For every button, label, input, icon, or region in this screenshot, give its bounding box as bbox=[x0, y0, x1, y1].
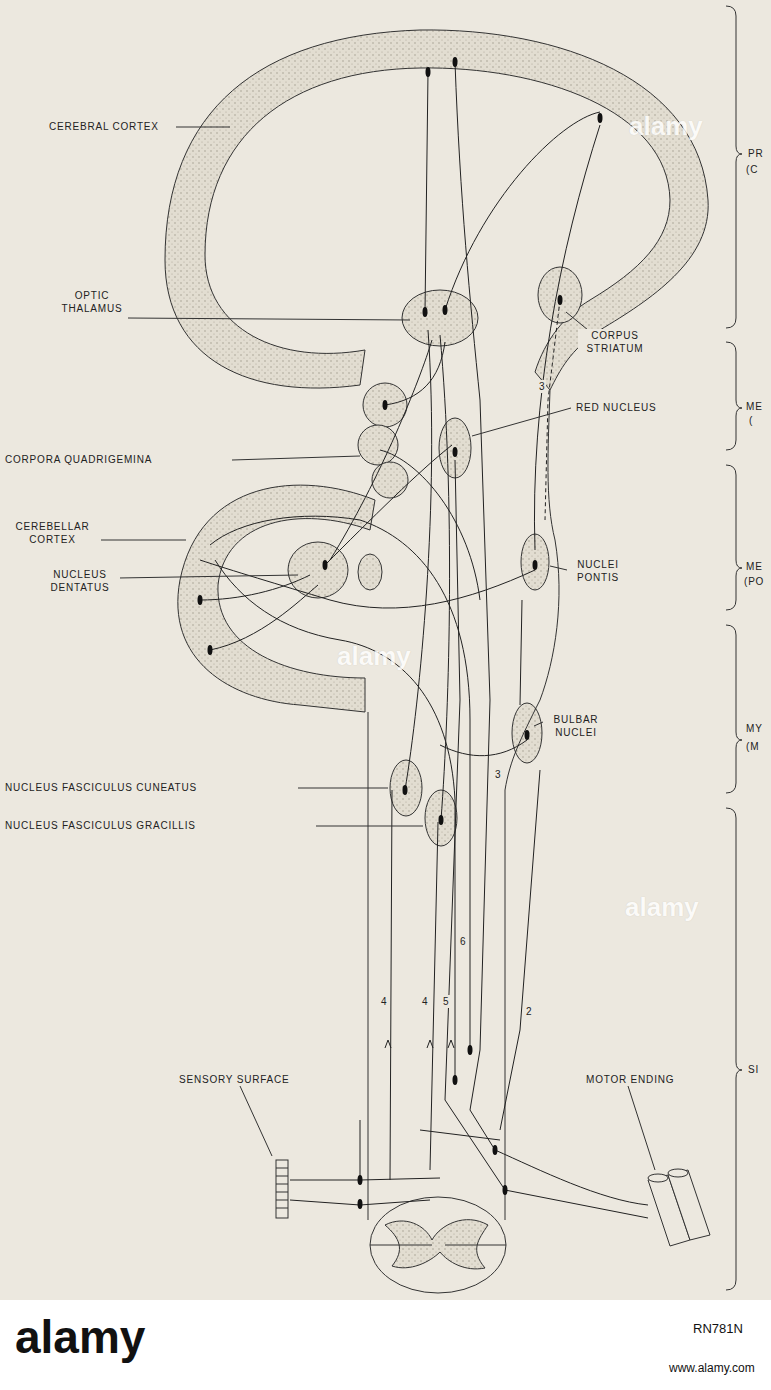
callout-number: 5 bbox=[442, 995, 450, 1008]
part-label: NUCLEUS FASCICULUS GRACILLIS bbox=[4, 819, 197, 832]
region-label: ME bbox=[745, 400, 764, 413]
callout-number: 4 bbox=[421, 995, 429, 1008]
callout-number: 6 bbox=[459, 935, 467, 948]
callout-number: 3 bbox=[494, 768, 502, 781]
sensory-surface bbox=[276, 1160, 288, 1218]
callout-number: 2 bbox=[525, 1005, 533, 1018]
region-label: ( bbox=[748, 414, 754, 427]
part-label: NUCLEI PONTIS bbox=[570, 558, 626, 584]
watermark: alamy bbox=[628, 112, 704, 141]
watermark-bar bbox=[0, 1300, 771, 1390]
image-id: RN781N bbox=[692, 1322, 744, 1336]
part-label: NUCLEUS FASCICULUS CUNEATUS bbox=[4, 781, 198, 794]
leader-lines bbox=[100, 127, 655, 1170]
watermark: alamy bbox=[624, 893, 700, 922]
brain-outline bbox=[165, 30, 708, 846]
part-label: CORPORA QUADRIGEMINA bbox=[4, 453, 153, 466]
part-label: SENSORY SURFACE bbox=[178, 1073, 291, 1086]
part-label: MOTOR ENDING bbox=[585, 1073, 675, 1086]
nerve-pathways bbox=[200, 62, 648, 1218]
part-label: CEREBRAL CORTEX bbox=[48, 120, 160, 133]
brainstem-and-cord bbox=[368, 390, 559, 1293]
region-label: PR bbox=[747, 147, 765, 160]
watermark-url: www.alamy.com bbox=[668, 1362, 756, 1375]
cell-bodies bbox=[198, 57, 603, 1209]
region-label: (M bbox=[745, 740, 760, 753]
region-label: (PO bbox=[743, 575, 765, 588]
part-label: CEREBELLAR CORTEX bbox=[4, 520, 101, 546]
callout-number: 3 bbox=[538, 380, 546, 393]
callout-number: 4 bbox=[380, 995, 388, 1008]
part-label: RED NUCLEUS bbox=[575, 401, 657, 414]
watermark: alamy bbox=[336, 642, 412, 671]
watermark-logo: alamy bbox=[14, 1312, 146, 1363]
part-label: OPTIC THALAMUS bbox=[55, 289, 129, 315]
part-label: NUCLEUS DENTATUS bbox=[40, 568, 120, 594]
region-label: MY bbox=[745, 722, 764, 735]
region-label: (C bbox=[745, 163, 759, 176]
part-label: CORPUS STRIATUM bbox=[578, 329, 652, 355]
region-label: ME bbox=[745, 560, 764, 573]
region-label: SI bbox=[747, 1063, 760, 1076]
part-label: BULBAR NUCLEI bbox=[545, 713, 607, 739]
region-brackets bbox=[726, 6, 742, 1290]
motor-ending-muscle bbox=[648, 1169, 710, 1246]
